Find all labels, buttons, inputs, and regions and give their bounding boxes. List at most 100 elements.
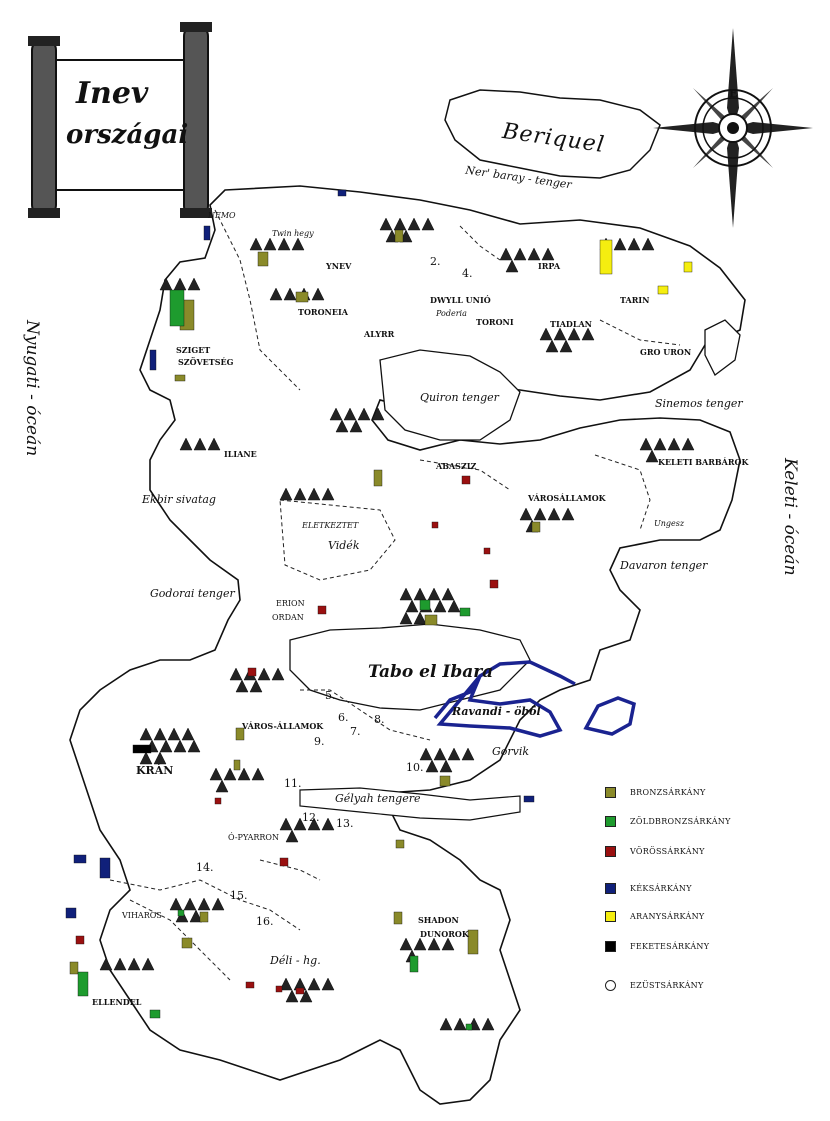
- legend-label: ARANYSÁRKÁNY: [630, 911, 705, 921]
- region-num-10: 10.: [406, 761, 424, 774]
- label-gorvik: Gorvik: [492, 745, 530, 758]
- bronze-dragon-mark: [393, 911, 403, 925]
- mountain-peak: [257, 667, 271, 681]
- region-num-16: 16.: [256, 915, 274, 928]
- label-godorai-tenger: Godorai tenger: [150, 587, 235, 600]
- mountain-peak: [223, 767, 237, 781]
- mountain-peak: [613, 237, 627, 251]
- mountain-peak: [187, 277, 201, 291]
- label-ellendel: ELLENDEL: [92, 997, 142, 1007]
- green-bronze-dragon-mark: [459, 607, 471, 617]
- mountain-peak: [527, 247, 541, 261]
- label-ekbir: Ekbir sivatag: [142, 493, 216, 506]
- bronze-dragon-mark: [199, 911, 209, 923]
- mountain-peak: [293, 487, 307, 501]
- mountain-peak: [461, 747, 475, 761]
- bronze-dragon-mark: [295, 291, 309, 303]
- mountain-peak: [299, 989, 313, 1003]
- red-dragon-mark: [461, 475, 471, 485]
- mountain-peak: [559, 339, 573, 353]
- bronze-dragon-mark: [257, 251, 269, 267]
- legend-item: VÖRÖSSÁRKÁNY: [605, 844, 705, 858]
- legend-item: EZÜSTSÁRKÁNY: [605, 978, 704, 992]
- blue-dragon-mark: [149, 349, 157, 371]
- mountain-peak: [539, 327, 553, 341]
- mountain-peak: [127, 957, 141, 971]
- mountain-peak: [285, 829, 299, 843]
- mountain-peak: [321, 817, 335, 831]
- legend-item: FEKETESÁRKÁNY: [605, 939, 709, 953]
- blue-dragon-mark: [65, 907, 77, 919]
- mountain-peak: [293, 817, 307, 831]
- label-dwyll: DWYLL UNIÓ: [430, 295, 491, 305]
- region-num-12: 12.: [302, 811, 320, 824]
- mountain-peak: [249, 679, 263, 693]
- label-iliane: ILIANE: [224, 449, 257, 459]
- mountain-peak: [263, 237, 277, 251]
- region-num-9: 9.: [314, 735, 325, 748]
- label-szovetseg: SZÖVETSÉG: [178, 357, 234, 367]
- red-dragon-mark: [279, 857, 289, 867]
- label-ravandi-obol: Ravandi - öböl: [452, 705, 541, 718]
- label-ungesz: Ungesz: [654, 519, 685, 528]
- mountain-peak: [427, 587, 441, 601]
- region-num-11: 11.: [284, 777, 302, 790]
- mountain-peak: [399, 587, 413, 601]
- mountain-peak: [249, 237, 263, 251]
- ravandi-bay: [433, 660, 576, 738]
- red-dragon-mark: [295, 987, 305, 995]
- mountain-peak: [453, 1017, 467, 1031]
- mountain-peak: [283, 287, 297, 301]
- green-bronze-dragon-mark: [77, 971, 89, 997]
- black-dragon-mark: [132, 744, 152, 754]
- ravandi-lake: [583, 696, 637, 736]
- blue-dragon-mark: [203, 225, 211, 241]
- bronze-dragon-mark: [174, 374, 186, 382]
- label-sziget: SZIGET: [176, 345, 211, 355]
- mountain-peak: [433, 599, 447, 613]
- mountain-peak: [209, 767, 223, 781]
- legend-label: BRONZSÁRKÁNY: [630, 787, 706, 797]
- mountain-peak: [357, 407, 371, 421]
- mountain-peak: [207, 437, 221, 451]
- legend-swatch: [605, 910, 616, 922]
- label-toroneia: TORONEIA: [298, 307, 348, 317]
- mountain-peak: [447, 747, 461, 761]
- mountain-peak: [343, 407, 357, 421]
- bronze-dragon-mark: [69, 961, 79, 975]
- mountain-peak: [159, 739, 173, 753]
- mountain-peak: [541, 247, 555, 261]
- region-num-6: 6.: [338, 711, 349, 724]
- label-keleti-barbarok: KELETI BARBÁROK: [658, 457, 749, 467]
- region-num-7: 7.: [350, 725, 361, 738]
- legend-label: FEKETESÁRKÁNY: [630, 941, 710, 951]
- mountain-peak: [371, 407, 385, 421]
- mountain-peak: [211, 897, 225, 911]
- mountain-peak: [307, 817, 321, 831]
- mountain-peak: [547, 507, 561, 521]
- mountain-peak: [627, 237, 641, 251]
- red-dragon-mark: [489, 579, 499, 589]
- gold-dragon-mark: [599, 239, 613, 275]
- legend-item: ZÖLDBRONZSÁRKÁNY: [605, 814, 731, 828]
- mountain-peak: [237, 767, 251, 781]
- legend-swatch: [605, 786, 616, 798]
- mountain-peak: [141, 957, 155, 971]
- legend-swatch: [605, 815, 616, 827]
- mountain-peak: [553, 327, 567, 341]
- mountain-peak: [173, 739, 187, 753]
- label-keleti-ocean: Keleti - óceán: [780, 458, 800, 576]
- blue-dragon-mark: [523, 795, 535, 803]
- blue-dragon-mark: [99, 857, 111, 879]
- mountain-peak: [519, 507, 533, 521]
- label-deli-hg: Déli - hg.: [270, 954, 321, 967]
- mountain-peak: [413, 937, 427, 951]
- mountain-peak: [335, 419, 349, 433]
- legend-label: KÉKSÁRKÁNY: [630, 883, 692, 893]
- mountain-peak: [235, 679, 249, 693]
- compass-north-letter: E: [729, 87, 738, 100]
- region-borders: [109, 209, 681, 981]
- beriquel-island: [444, 89, 661, 179]
- mountain-peak: [99, 957, 113, 971]
